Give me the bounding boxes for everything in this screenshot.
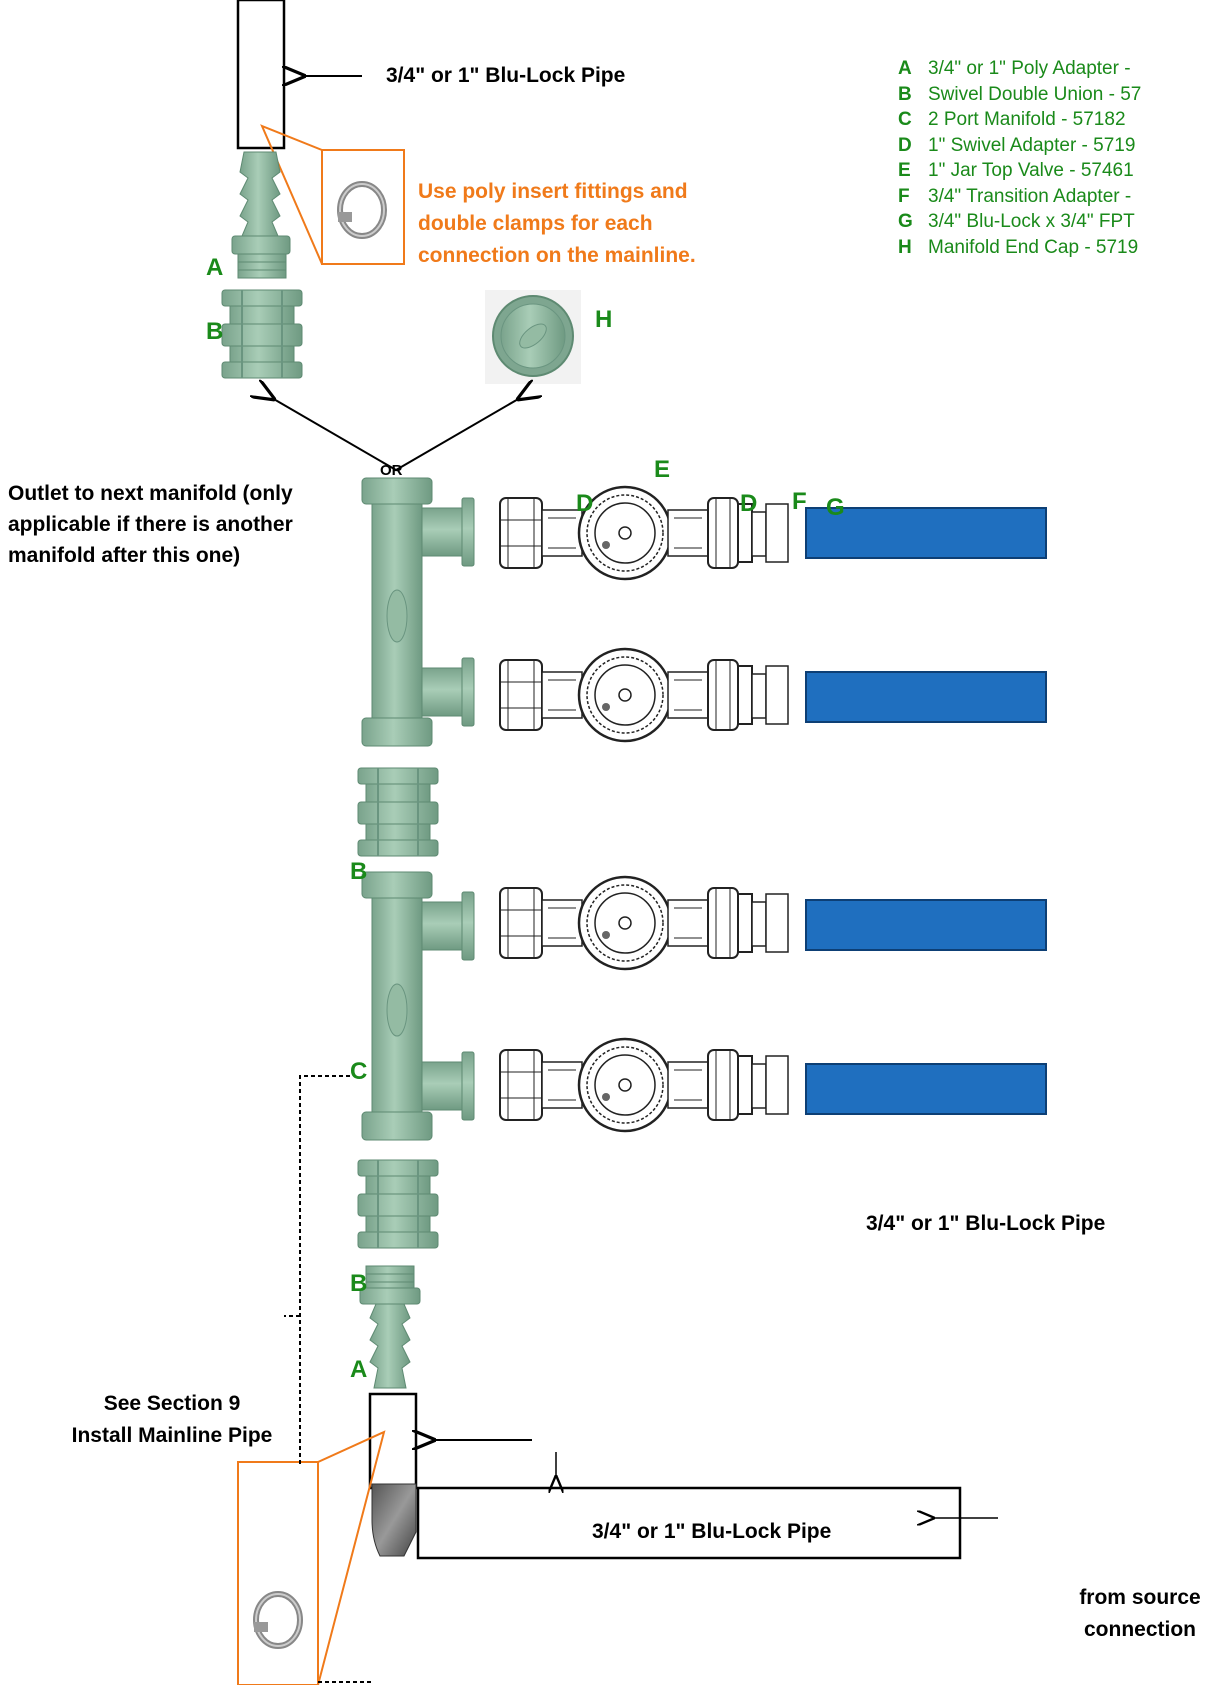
part-label-a-bottom: A (350, 1356, 367, 1384)
outlet-note-line-2: applicable if there is another (8, 509, 293, 540)
manifold-tee-upper (362, 478, 474, 746)
right-pipe-label: 3/4" or 1" Blu-Lock Pipe (866, 1212, 1105, 1236)
part-label-b-bottom: B (350, 1270, 367, 1298)
or-label: OR (380, 462, 403, 479)
outlet-note: Outlet to next manifold (only applicable… (8, 478, 293, 571)
poly-insert-note-line-3: connection on the mainline. (418, 240, 696, 272)
bottom-pipe-label: 3/4" or 1" Blu-Lock Pipe (592, 1520, 831, 1544)
legend-key: B (898, 82, 928, 108)
poly-insert-note-line-1: Use poly insert fittings and (418, 176, 696, 208)
source-note-line-2: connection (1072, 1614, 1208, 1646)
legend-text: 2 Port Manifold - 57182 (928, 107, 1126, 133)
lateral-pipe-2 (806, 672, 1046, 722)
clamp-callout-bottom (238, 1432, 384, 1685)
legend-key: E (898, 158, 928, 184)
source-note: from source connection (1072, 1582, 1208, 1646)
lateral-pipe-3 (806, 900, 1046, 950)
legend-key: H (898, 235, 928, 261)
swivel-union-middle (358, 768, 438, 856)
outlet-note-line-3: manifold after this one) (8, 540, 293, 571)
part-label-b-top: B (206, 318, 223, 346)
poly-insert-note-line-2: double clamps for each (418, 208, 696, 240)
legend-key: C (898, 107, 928, 133)
legend-text: 1" Jar Top Valve - 57461 (928, 158, 1134, 184)
source-note-line-1: from source (1072, 1582, 1208, 1614)
manifold-tee-lower (362, 872, 474, 1140)
poly-adapter-bottom (360, 1266, 420, 1388)
valve-assembly-2 (500, 649, 788, 741)
part-label-d-right: D (740, 490, 757, 518)
valve-assembly-4 (500, 1039, 788, 1131)
legend-text: 3/4" or 1" Poly Adapter - (928, 56, 1131, 82)
part-label-f: F (792, 488, 807, 516)
legend-key: D (898, 133, 928, 159)
top-pipe-label: 3/4" or 1" Blu-Lock Pipe (386, 64, 625, 88)
part-label-d-left: D (576, 490, 593, 518)
part-label-e: E (654, 456, 670, 484)
legend-key: F (898, 184, 928, 210)
lateral-pipe-4 (806, 1064, 1046, 1114)
part-label-a-top: A (206, 254, 223, 282)
section-note: See Section 9 Install Mainline Pipe (62, 1388, 282, 1452)
legend-text: Manifold End Cap - 5719 (928, 235, 1138, 261)
poly-insert-note: Use poly insert fittings and double clam… (418, 176, 696, 272)
or-arrow-left (272, 398, 396, 470)
legend-key: G (898, 209, 928, 235)
or-arrow-right (396, 398, 520, 470)
outlet-note-line-1: Outlet to next manifold (only (8, 478, 293, 509)
bottom-riser-pipe (370, 1394, 416, 1488)
legend-text: 1" Swivel Adapter - 5719 (928, 133, 1135, 159)
part-label-g: G (826, 494, 845, 522)
pipe-elbow (372, 1484, 416, 1556)
swivel-union-bottom (358, 1160, 438, 1248)
section-note-line-2: Install Mainline Pipe (62, 1420, 282, 1452)
part-label-c: C (350, 1058, 367, 1086)
part-label-h: H (595, 306, 612, 334)
legend-text: 3/4" Blu-Lock x 3/4" FPT (928, 209, 1135, 235)
valve-assembly-3 (500, 877, 788, 969)
section-note-line-1: See Section 9 (62, 1388, 282, 1420)
legend-text: Swivel Double Union - 57 (928, 82, 1141, 108)
part-label-b-middle: B (350, 858, 367, 886)
legend-key: A (898, 56, 928, 82)
legend-text: 3/4" Transition Adapter - (928, 184, 1131, 210)
manifold-end-cap (485, 290, 581, 384)
swivel-union-top (222, 290, 302, 378)
